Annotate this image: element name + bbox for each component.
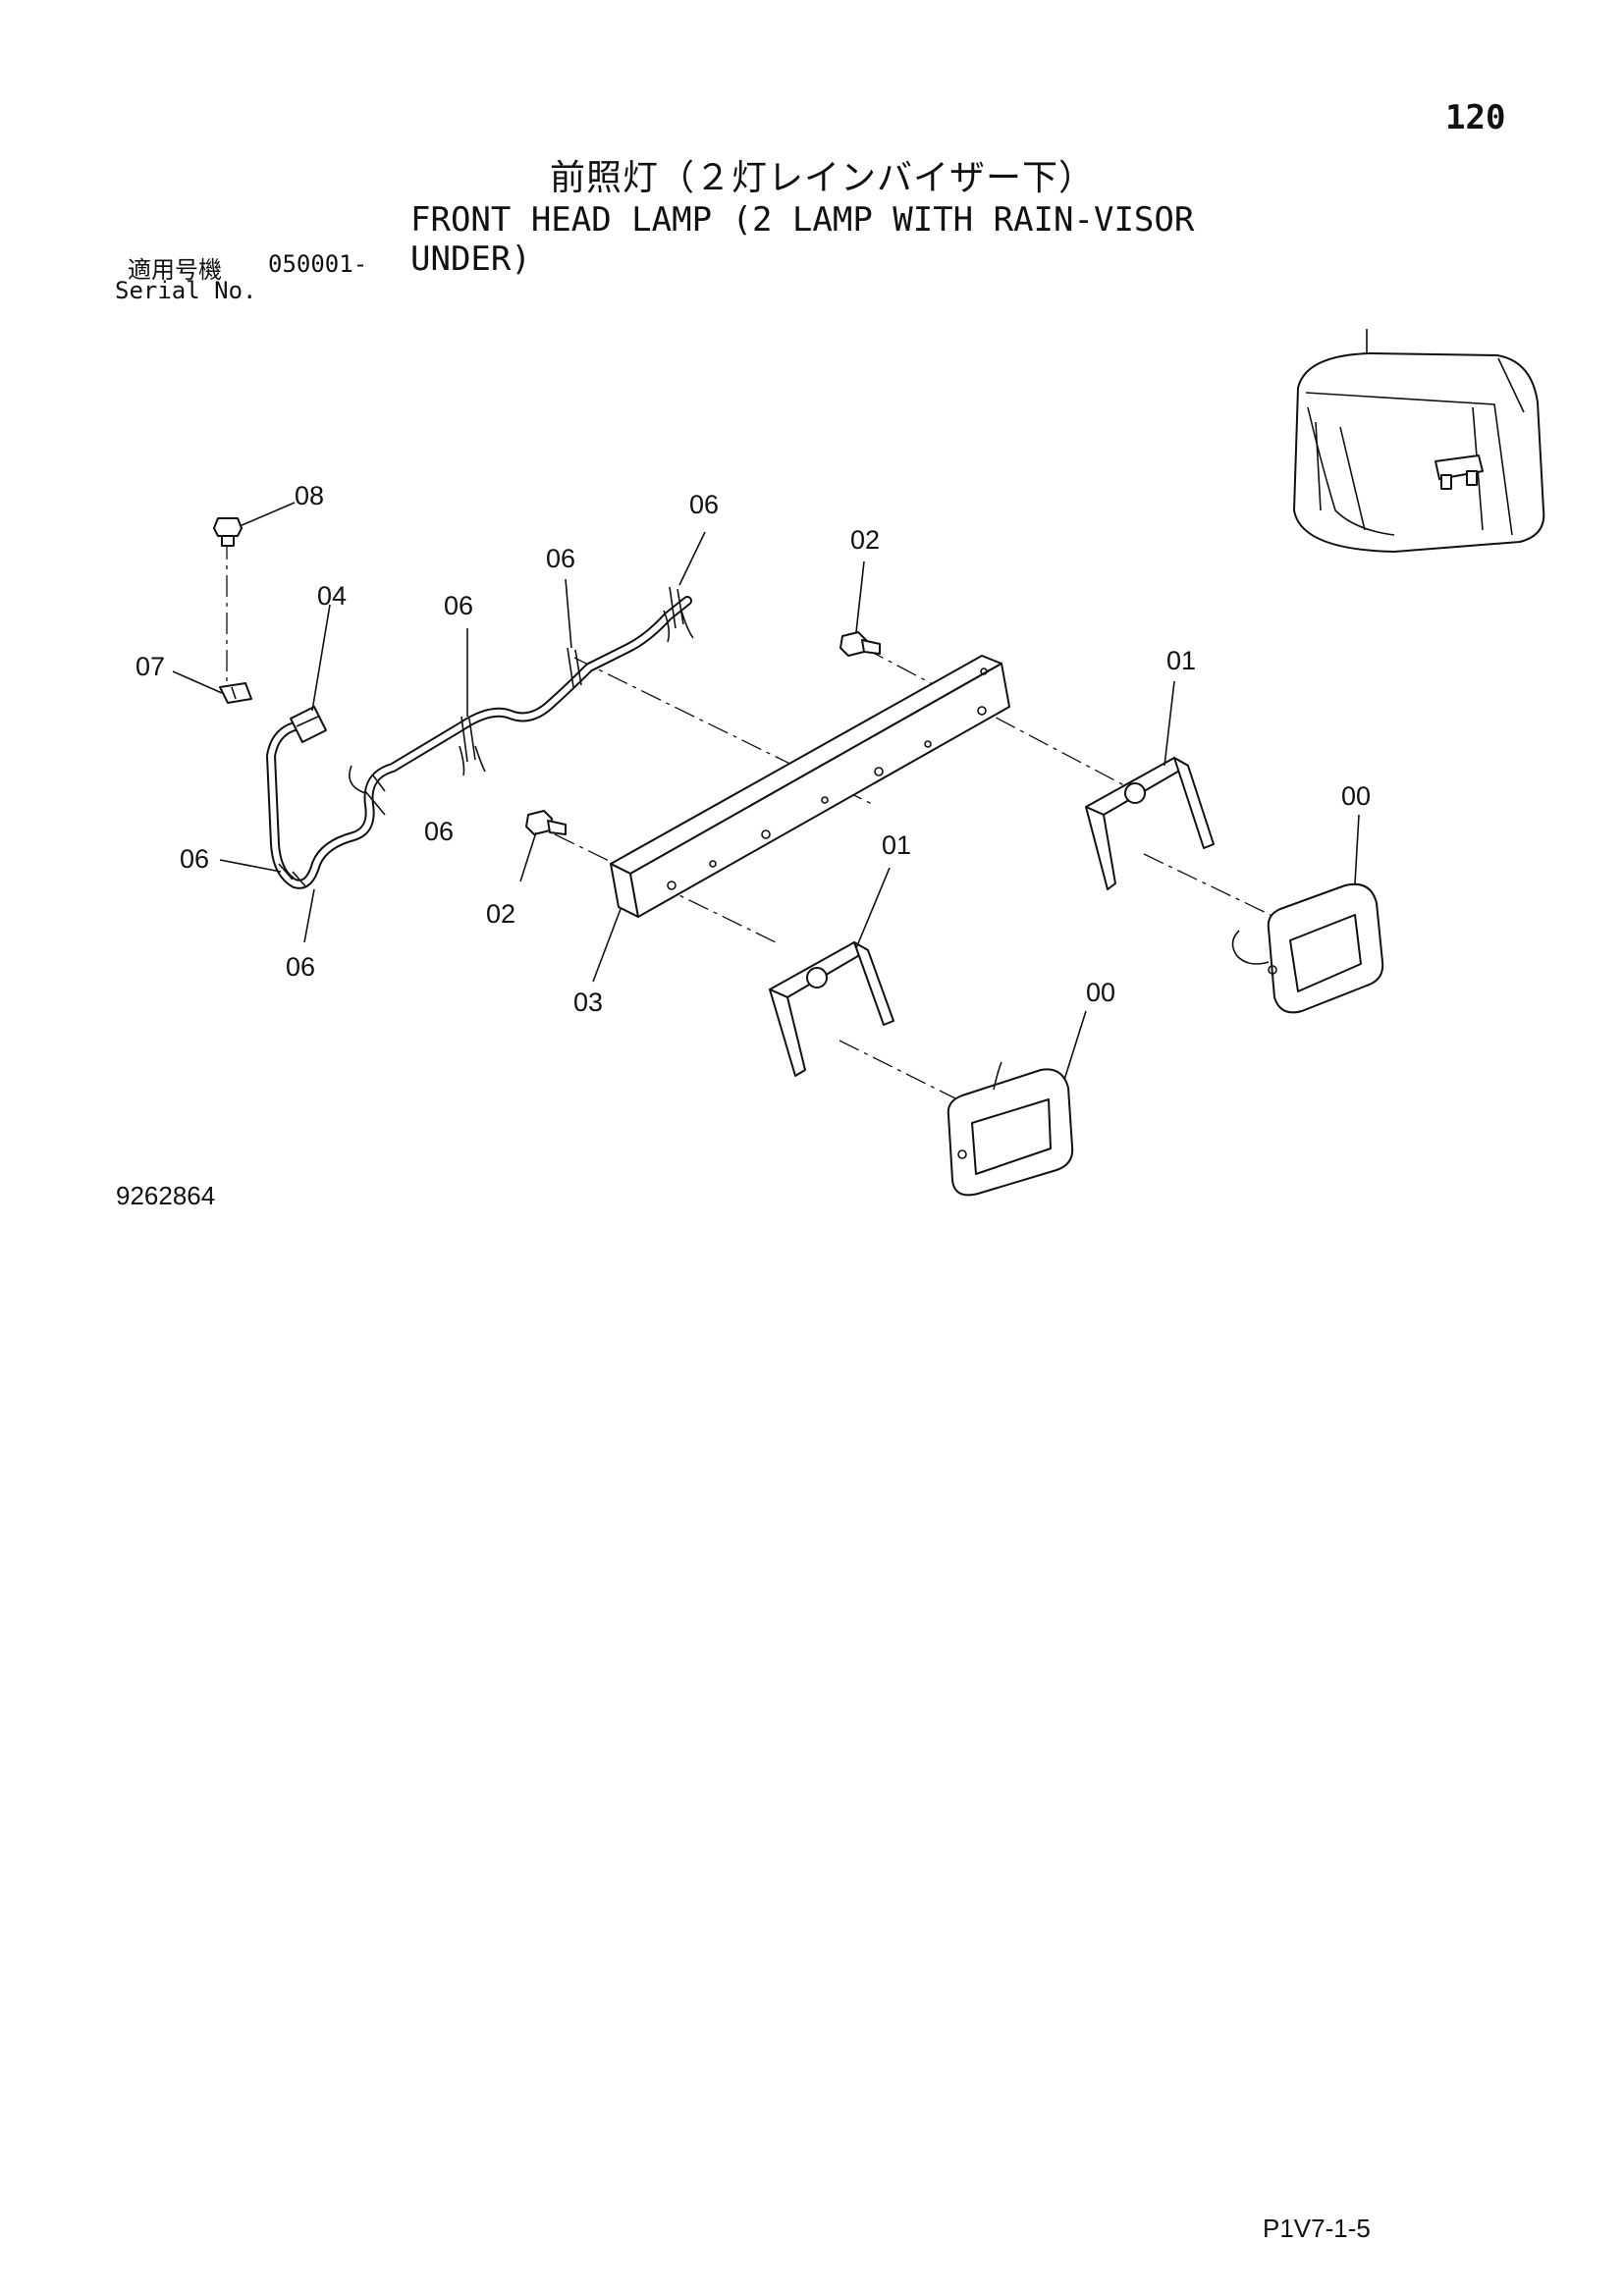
- title-japanese: 前照灯（２灯レインバイザー下）: [550, 158, 1096, 198]
- drawing-number: 9262864: [116, 1181, 216, 1210]
- part-00-lamp-right: [1231, 882, 1384, 1014]
- callout-06-f: 06: [286, 952, 315, 982]
- part-07-clip: [219, 682, 252, 704]
- callout-02-upper: 02: [850, 525, 880, 555]
- part-04-wire-harness: [266, 586, 694, 889]
- callout-06-d: 06: [424, 817, 454, 846]
- leader-lines: [172, 502, 1360, 1081]
- callout-06-c: 06: [689, 490, 719, 519]
- callout-01-right: 01: [1166, 646, 1196, 675]
- callout-03: 03: [573, 988, 603, 1017]
- callout-04: 04: [317, 581, 347, 611]
- callout-06-b: 06: [546, 544, 575, 573]
- callout-07: 07: [135, 652, 165, 681]
- serial-range: 050001-: [268, 250, 368, 278]
- callout-08: 08: [295, 481, 324, 510]
- callout-02-lower: 02: [486, 899, 515, 929]
- callout-01-left: 01: [882, 830, 911, 860]
- part-02-bolt-lower: [525, 810, 567, 835]
- callout-06-e: 06: [180, 844, 209, 874]
- part-02-bolt-upper: [839, 631, 881, 657]
- serial-label-english: Serial No.: [115, 277, 257, 304]
- title-english: FRONT HEAD LAMP (2 LAMP WITH RAIN-VISOR …: [410, 200, 1195, 279]
- cab-location-inset: [1293, 329, 1545, 553]
- part-03-mounting-bar: [610, 655, 1010, 918]
- callout-00-right: 00: [1341, 781, 1371, 811]
- part-00-lamp-left: [947, 1061, 1074, 1197]
- page-code: P1V7-1-5: [1263, 2214, 1371, 2243]
- assembly-centerlines: [226, 538, 1277, 1100]
- part-01-lamp-bracket-left: [769, 941, 894, 1077]
- page-number: 120: [1445, 98, 1506, 137]
- callout-00-left: 00: [1086, 978, 1115, 1007]
- part-01-lamp-bracket-right: [1085, 757, 1215, 890]
- serial-label-japanese: 適用号機: [128, 256, 222, 284]
- part-08-bolt: [213, 517, 243, 547]
- callout-06-a: 06: [444, 591, 473, 620]
